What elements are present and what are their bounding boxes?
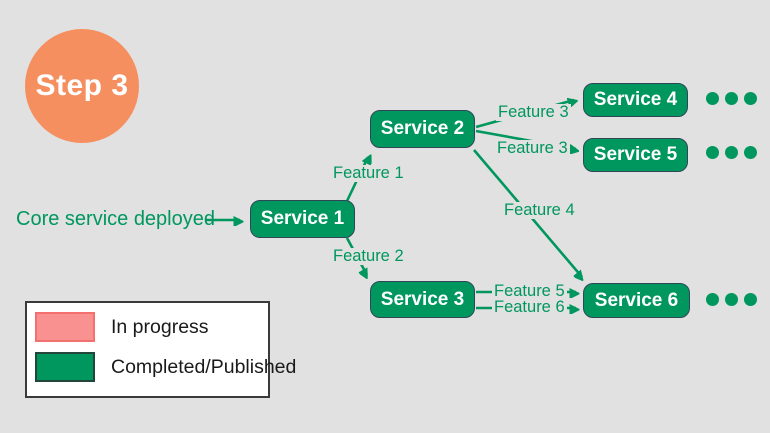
edge-label-feature-4: Feature 4 [502, 201, 577, 220]
in-progress-swatch [35, 312, 95, 342]
legend-item-label: Completed/Published [111, 355, 297, 378]
more-services-ellipsis-icon [706, 293, 757, 306]
completed-published-swatch [35, 352, 95, 382]
node-service-1: Service 1 [250, 200, 355, 238]
node-service-4: Service 4 [583, 83, 688, 117]
more-services-ellipsis-icon [706, 92, 757, 105]
legend: In progress Completed/Published [25, 301, 296, 398]
node-service-5: Service 5 [583, 138, 688, 172]
node-service-6: Service 6 [583, 283, 690, 318]
step-badge-label: Step 3 [35, 69, 129, 102]
edge-label-feature-3-upper: Feature 3 [496, 103, 571, 122]
node-service-3: Service 3 [370, 281, 475, 318]
edge-label-feature-3-lower: Feature 3 [495, 139, 570, 158]
edge-label-feature-2: Feature 2 [331, 247, 406, 266]
step-badge: Step 3 [25, 29, 139, 143]
more-services-ellipsis-icon [706, 146, 757, 159]
legend-item-in-progress: In progress [35, 312, 209, 342]
edge-label-feature-1: Feature 1 [331, 164, 406, 183]
node-service-2: Service 2 [370, 110, 475, 148]
edge-label-feature-6: Feature 6 [492, 298, 567, 317]
legend-item-completed-published: Completed/Published [35, 352, 296, 382]
legend-item-label: In progress [111, 315, 209, 338]
core-service-deployed-label: Core service deployed [16, 208, 215, 230]
edge-label-feature-5: Feature 5 [492, 282, 567, 301]
